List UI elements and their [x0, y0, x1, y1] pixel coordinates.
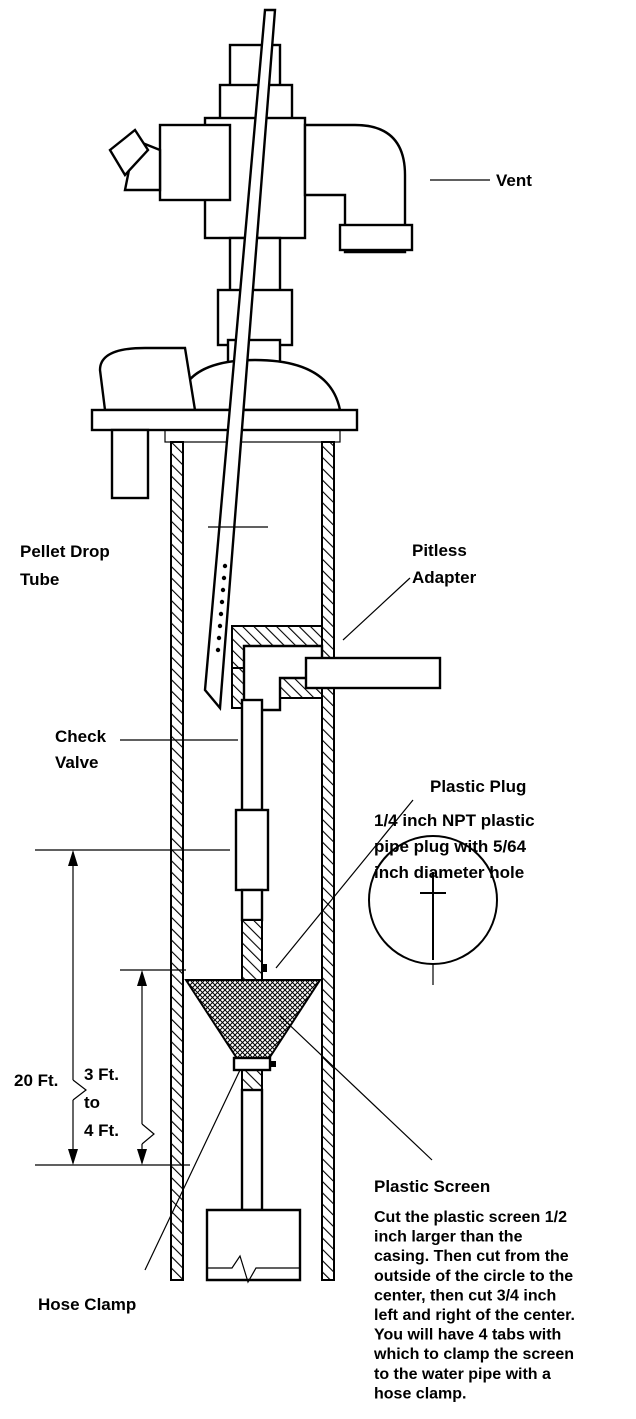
dimension-20ft [35, 849, 230, 1166]
plastic-plug-description: 1/4 inch NPT plastic pipe plug with 5/64… [374, 811, 539, 882]
dimension-20ft-label: 20 Ft. [14, 1071, 58, 1090]
pump [205, 1208, 302, 1284]
hose-clamp [232, 1056, 276, 1072]
well-casing [170, 441, 335, 1281]
leader-lines [120, 179, 490, 1271]
well-cap [90, 346, 359, 500]
drop-pipe [234, 698, 270, 1212]
plastic-screen-description: Cut the plastic screen 1/2 inch larger t… [373, 1209, 579, 1402]
pellet-drop-tube [203, 8, 277, 712]
plastic-screen-cone [184, 979, 322, 1061]
pitless-adapter-label: Pitless Adapter [412, 541, 477, 587]
check-valve-label: Check Valve [55, 727, 111, 772]
dimension-3to4ft-label: 3 Ft. to 4 Ft. [84, 1065, 124, 1140]
plastic-plug-label: Plastic Plug [430, 777, 526, 796]
pellet-holes [215, 563, 228, 653]
hose-clamp-label: Hose Clamp [38, 1295, 136, 1314]
screen-detail-circle [368, 835, 498, 965]
dimension-3to4ft [120, 969, 186, 1165]
vent-label: Vent [496, 171, 532, 190]
pitless-adapter [231, 625, 442, 712]
plastic-screen-label: Plastic Screen [374, 1177, 490, 1196]
pellet-drop-tube-label: Pellet Drop Tube [20, 542, 114, 589]
